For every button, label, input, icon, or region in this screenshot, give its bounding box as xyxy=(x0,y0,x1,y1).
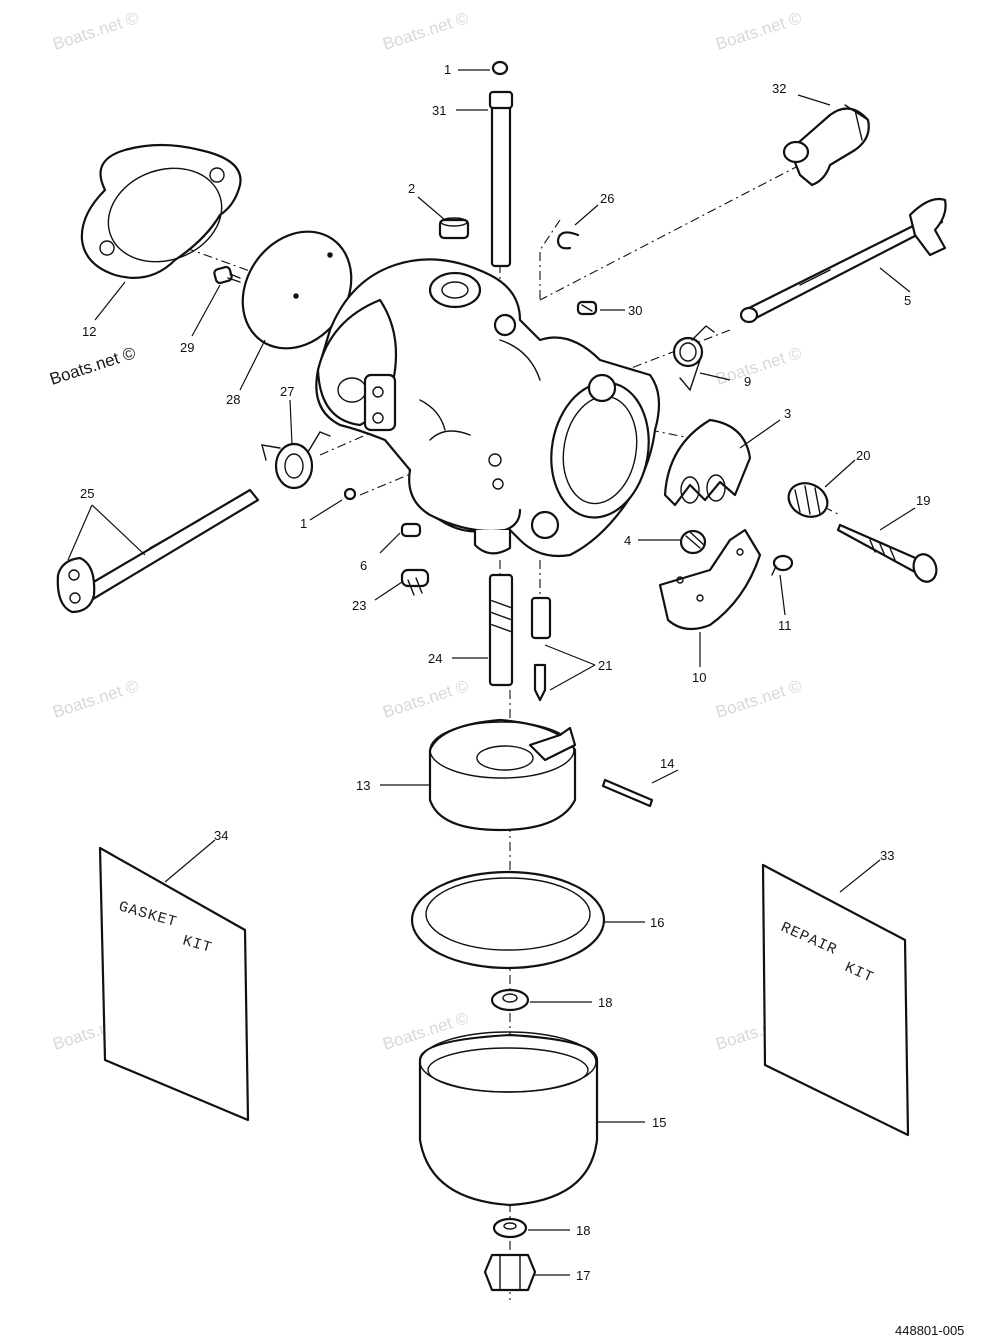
callout-6: 6 xyxy=(360,558,367,573)
part-34-gasket-kit: GASKET KIT xyxy=(98,846,250,1122)
callout-13: 13 xyxy=(356,778,370,793)
callout-19: 19 xyxy=(916,493,930,508)
callout-28: 28 xyxy=(226,392,240,407)
part-23-screw xyxy=(400,568,430,596)
part-15-float-bowl xyxy=(418,1031,599,1207)
callout-29: 29 xyxy=(180,340,194,355)
part-17-bowl-nut xyxy=(483,1253,537,1292)
part-9-spring xyxy=(672,325,715,392)
part-14-float-pin xyxy=(601,778,654,808)
callout-32: 32 xyxy=(772,81,786,96)
callout-21: 21 xyxy=(598,658,612,673)
document-number: 448801-005 xyxy=(895,1323,964,1337)
part-1-plug-lower xyxy=(343,487,357,501)
callout-10: 10 xyxy=(692,670,706,685)
callout-26: 26 xyxy=(600,191,614,206)
part-29-screw xyxy=(213,265,241,285)
callout-25: 25 xyxy=(80,486,94,501)
watermark: Boats.net © xyxy=(380,8,471,54)
part-26-e-clip xyxy=(556,231,580,250)
callout-15: 15 xyxy=(652,1115,666,1130)
part-2-bushing xyxy=(438,217,470,240)
callout-5: 5 xyxy=(904,293,911,308)
part-18-washer-upper xyxy=(490,988,530,1012)
callout-2: 2 xyxy=(408,181,415,196)
callout-33: 33 xyxy=(880,848,894,863)
callout-labels: 1 31 32 2 26 12 29 28 30 5 9 27 3 25 1 2… xyxy=(80,62,930,1283)
callout-4: 4 xyxy=(624,533,631,548)
callout-3: 3 xyxy=(784,406,791,421)
callout-9: 9 xyxy=(744,374,751,389)
part-10-bracket xyxy=(658,528,762,631)
callout-18-lower: 18 xyxy=(576,1223,590,1238)
part-18-washer-lower xyxy=(492,1217,528,1239)
callout-18-upper: 18 xyxy=(598,995,612,1010)
callout-12: 12 xyxy=(82,324,96,339)
part-27-spring xyxy=(261,431,331,490)
callout-20: 20 xyxy=(856,448,870,463)
part-5-throttle-shaft xyxy=(739,197,947,324)
part-16-bowl-gasket xyxy=(410,870,606,970)
watermark: Boats.net © xyxy=(50,676,141,722)
part-1-plug-top xyxy=(491,60,509,76)
part-21-needle-seat xyxy=(530,596,552,702)
part-4-spring xyxy=(679,529,707,555)
callout-31: 31 xyxy=(432,103,446,118)
carburetor-body xyxy=(315,258,661,558)
watermark: Boats.net © xyxy=(50,8,141,54)
watermark: Boats.net © xyxy=(713,343,804,389)
watermark: Boats.net © xyxy=(713,8,804,54)
part-13-float xyxy=(428,718,577,832)
part-24-jet-post xyxy=(488,573,514,687)
watermark: Boats.net © xyxy=(47,343,138,389)
leader-lines xyxy=(67,69,916,1276)
callout-11: 11 xyxy=(778,618,792,633)
part-32-fuel-fitting xyxy=(782,104,870,187)
part-6-screw xyxy=(400,522,422,538)
callout-14: 14 xyxy=(660,756,674,771)
part-30-screw xyxy=(576,300,598,316)
part-3-choke-plate xyxy=(663,418,752,507)
callout-1-lower: 1 xyxy=(300,516,307,531)
part-12-flange-gasket xyxy=(80,143,242,279)
watermark: Boats.net © xyxy=(713,676,804,722)
part-31-vent-tube xyxy=(488,90,514,268)
callout-1-top: 1 xyxy=(444,62,451,77)
callout-16: 16 xyxy=(650,915,664,930)
callout-17: 17 xyxy=(576,1268,590,1283)
part-20-spring xyxy=(787,482,829,518)
part-25-choke-shaft xyxy=(56,488,260,614)
callout-23: 23 xyxy=(352,598,366,613)
callout-34: 34 xyxy=(214,828,228,843)
part-11-screw xyxy=(771,554,794,576)
callout-24: 24 xyxy=(428,651,442,666)
part-19-needle-screw xyxy=(836,523,938,583)
part-33-repair-kit: REPAIR KIT xyxy=(761,863,910,1137)
watermark: Boats.net © xyxy=(380,676,471,722)
callout-30: 30 xyxy=(628,303,642,318)
callout-27: 27 xyxy=(280,384,294,399)
